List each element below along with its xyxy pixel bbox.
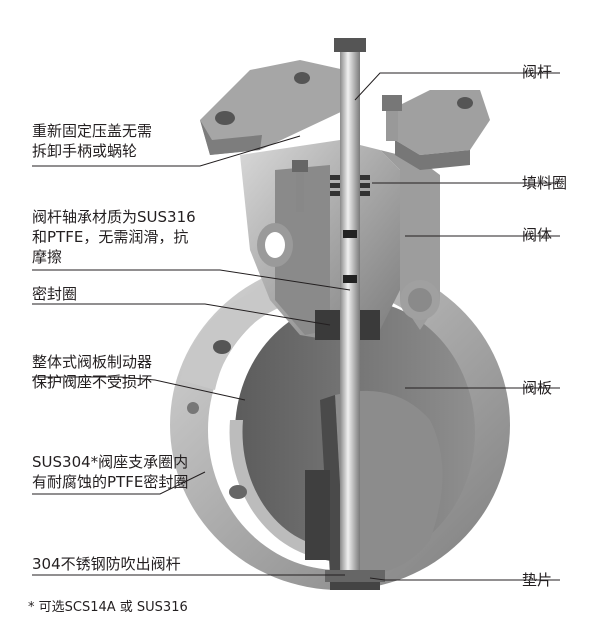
leader-seat: [32, 471, 206, 495]
label-seat-ring: SUS304*阀座支承圈内 有耐腐蚀的PTFE密封圈: [32, 453, 189, 491]
bottom-gasket: [325, 570, 385, 590]
leader-stopper: [32, 376, 246, 401]
leader-stem: [354, 72, 560, 101]
leader-seal: [32, 303, 331, 326]
gland-bolts: [292, 95, 402, 212]
label-packing: 填料圈: [522, 174, 568, 192]
top-mounting-flange: [200, 60, 490, 170]
label-disc: 阀板: [522, 379, 553, 397]
label-stem-bearing: 阀杆轴承材质为SUS316 和PTFE，无需润滑，抗 摩擦: [32, 208, 196, 266]
label-stem: 阀杆: [522, 63, 553, 81]
label-disc-stopper: 整体式阀板制动器 保护阀座不受损坏: [32, 353, 153, 391]
label-gland: 重新固定压盖无需 拆卸手柄或蜗轮: [32, 122, 153, 160]
stem-seal-block: [315, 310, 380, 340]
label-gasket: 垫片: [522, 571, 553, 589]
valve-stem: [334, 38, 366, 585]
leader-gasket: [369, 577, 560, 581]
label-body: 阀体: [522, 226, 553, 244]
label-blowout-stem: 304不锈钢防吹出阀杆: [32, 555, 181, 573]
leader-gland: [32, 135, 301, 167]
leader-lines: [32, 72, 560, 581]
label-seal-ring: 密封圈: [32, 285, 78, 303]
leader-bearing: [32, 269, 351, 291]
ring-bolt-holes: [187, 340, 247, 499]
valve-disc: [305, 390, 443, 576]
footnote: * 可选SCS14A 或 SUS316: [28, 600, 188, 615]
